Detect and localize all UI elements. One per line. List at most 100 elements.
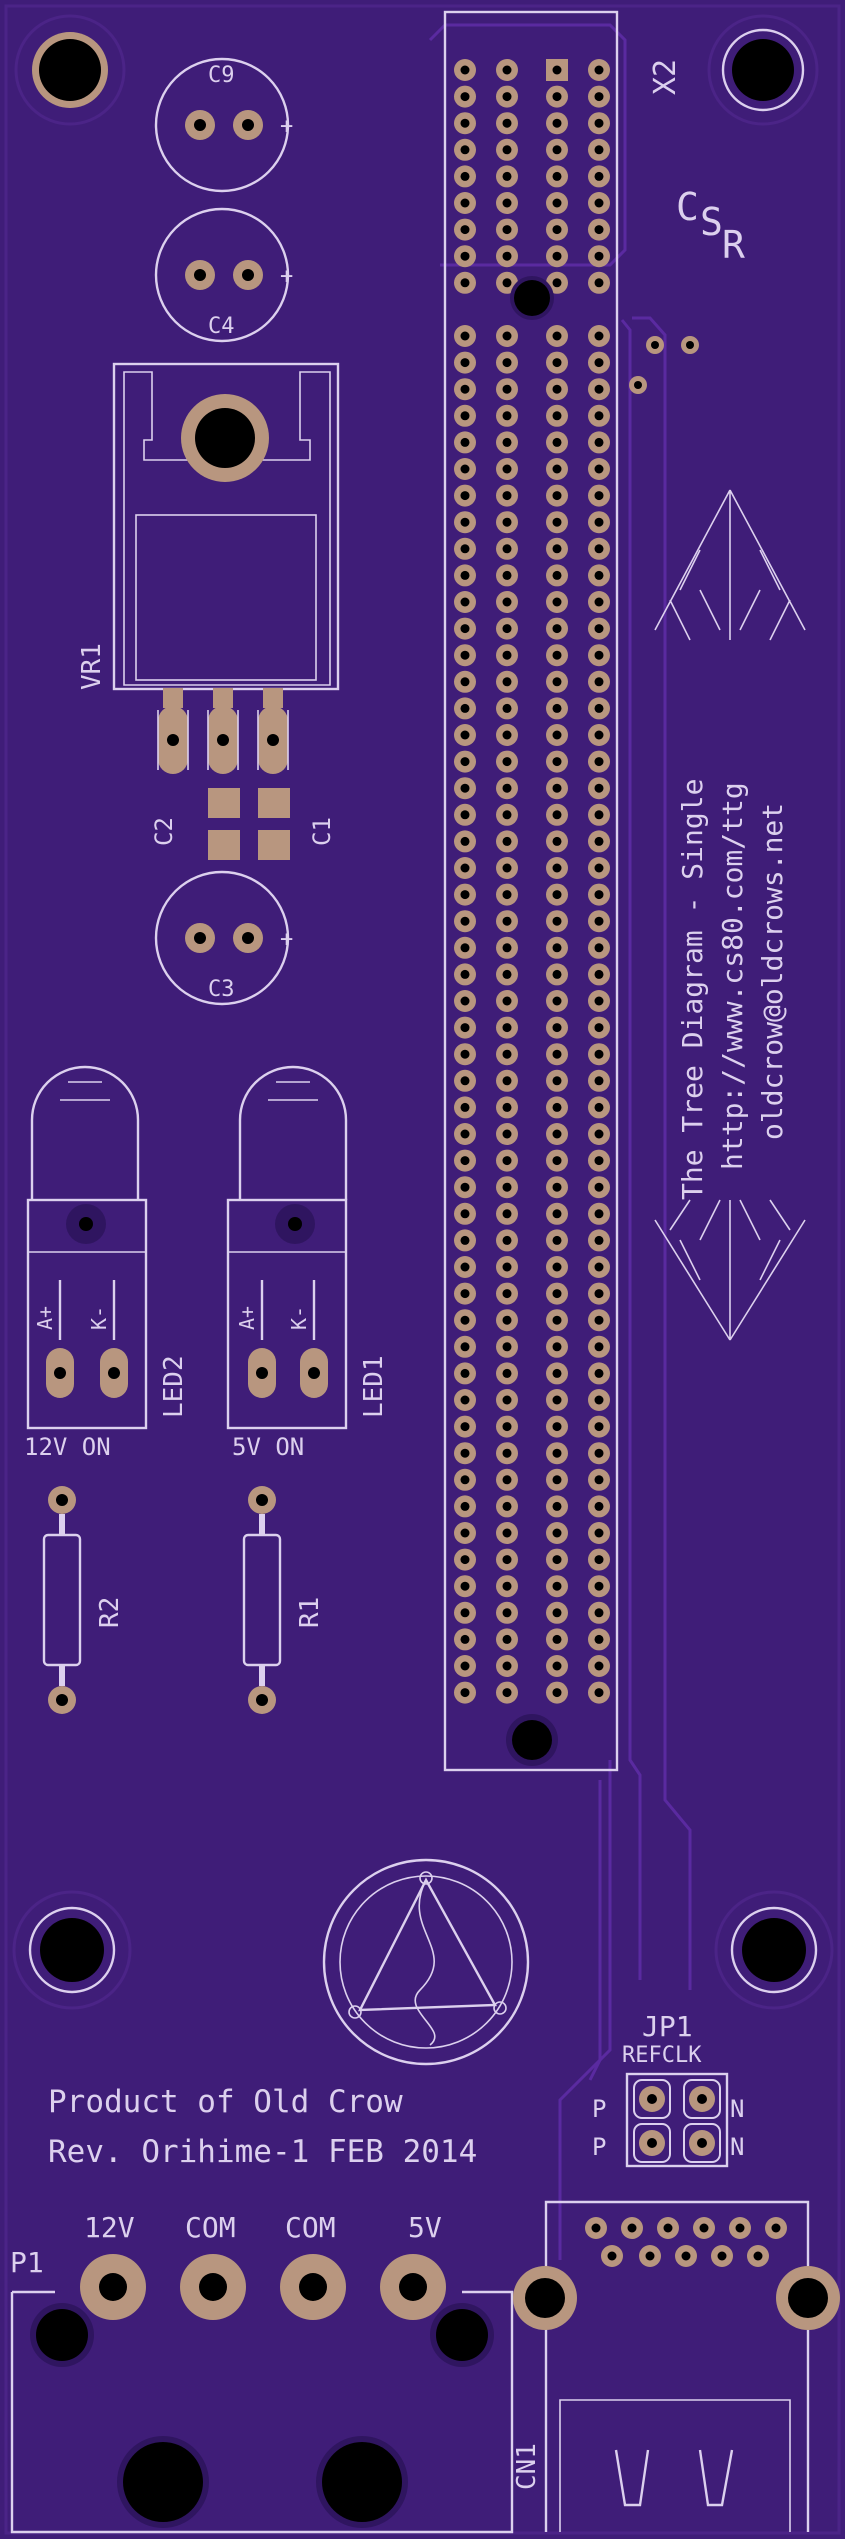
x2-pin-hole	[552, 118, 562, 128]
x2-pin-hole	[552, 92, 562, 102]
board-email: oldcrow@oldcrows.net	[756, 803, 789, 1140]
x2-pin-hole	[460, 411, 470, 421]
x2-pin-hole	[502, 1102, 512, 1112]
x2-pin-hole	[460, 1688, 470, 1698]
x2-pin-hole	[460, 916, 470, 926]
x2-pin-hole	[594, 1023, 604, 1033]
x2-pin-hole	[552, 890, 562, 900]
x2-pin-hole	[460, 544, 470, 554]
board-title: The Tree Diagram - Single	[676, 779, 709, 1200]
x2-pin-hole	[552, 331, 562, 341]
x2-pin-hole	[502, 1528, 512, 1538]
x2-pin-hole	[502, 1156, 512, 1166]
led2-caption: 12V ON	[24, 1433, 111, 1461]
cn1-pin-hole	[591, 2223, 601, 2233]
x2-pin-hole	[460, 437, 470, 447]
x2-pin-hole	[502, 890, 512, 900]
led2-label: LED2	[159, 1355, 189, 1418]
x2-pin-hole	[502, 331, 512, 341]
jp1-n-label-1: N	[730, 2095, 744, 2123]
x2-pin-hole	[460, 331, 470, 341]
x2-pin-hole	[502, 1448, 512, 1458]
x2-pin-hole	[552, 1023, 562, 1033]
p1-com-b-label: COM	[285, 2211, 336, 2244]
x2-pin-hole	[460, 597, 470, 607]
x2-pin-hole	[460, 65, 470, 75]
x2-pin-hole	[502, 1049, 512, 1059]
x2-pin-hole	[460, 1528, 470, 1538]
x2-pin-hole	[460, 1156, 470, 1166]
x2-pin-hole	[460, 358, 470, 368]
x2-pin-hole	[594, 1182, 604, 1192]
x2-pin-hole	[460, 1182, 470, 1192]
x2-pin-hole	[552, 1395, 562, 1405]
x2-pin-hole	[460, 517, 470, 527]
capacitor-c1: C1	[258, 788, 336, 860]
x2-pin-hole	[552, 1528, 562, 1538]
x2-pin-hole	[552, 225, 562, 235]
x2-pin-hole	[460, 145, 470, 155]
x2-pin-hole	[552, 1209, 562, 1219]
capacitor-c9: + C9	[154, 57, 293, 193]
x2-pin-hole	[594, 145, 604, 155]
x2-pin-hole	[552, 943, 562, 953]
led-led1: A+ K- LED1 5V ON	[226, 1065, 389, 1461]
x2-pin-hole	[552, 1661, 562, 1671]
x2-pin-hole	[460, 1129, 470, 1139]
x2-pin-hole	[460, 890, 470, 900]
mounting-hole-top-left	[14, 14, 126, 126]
x2-pin-hole	[502, 1076, 512, 1086]
x2-pin-hole	[502, 597, 512, 607]
x2-pin-hole	[594, 996, 604, 1006]
x2-pin-hole	[552, 597, 562, 607]
mounting-hole-bottom-right	[714, 1890, 834, 2010]
x2-pin-hole	[460, 1475, 470, 1485]
c4-label: C4	[208, 314, 235, 339]
x2-pin-hole	[460, 1209, 470, 1219]
x2-pin-hole	[502, 677, 512, 687]
x2-pin-hole	[594, 171, 604, 181]
c9-plus-label: +	[280, 114, 293, 139]
jp1-label: JP1	[642, 2010, 693, 2043]
x2-pin-hole	[594, 358, 604, 368]
x2-pin-hole	[502, 1555, 512, 1565]
cn1-pin-hole	[699, 2223, 709, 2233]
x2-pin-hole	[594, 810, 604, 820]
cn1-pin-hole	[663, 2223, 673, 2233]
x2-pin-hole	[594, 92, 604, 102]
x2-label: X2	[648, 59, 683, 95]
x2-pin-hole	[460, 118, 470, 128]
led2-anode-label: A+	[33, 1306, 57, 1330]
x2-pin-hole	[460, 1634, 470, 1644]
x2-pin-hole	[594, 118, 604, 128]
p1-label: P1	[10, 2246, 44, 2279]
x2-pin-hole	[502, 1342, 512, 1352]
x2-pin-hole	[460, 836, 470, 846]
x2-pin-hole	[460, 1368, 470, 1378]
x2-pin-hole	[502, 810, 512, 820]
capacitor-c4: + C4	[154, 207, 293, 343]
x2-pin-hole	[502, 198, 512, 208]
x2-pin-hole	[552, 1342, 562, 1352]
mounting-hole-top-right	[707, 14, 819, 126]
x2-pin-hole	[460, 1235, 470, 1245]
x2-pin-hole	[552, 730, 562, 740]
x2-pin-hole	[552, 1182, 562, 1192]
x2-pin-hole	[502, 783, 512, 793]
x2-pin-hole	[552, 1688, 562, 1698]
x2-pin-hole	[594, 544, 604, 554]
x2-pin-hole	[552, 1315, 562, 1325]
x2-pin-hole	[502, 411, 512, 421]
led1-label: LED1	[359, 1355, 389, 1418]
x2-pin-hole	[460, 1102, 470, 1112]
x2-pin-hole	[502, 703, 512, 713]
x2-pin-hole	[460, 1501, 470, 1511]
x2-pin-hole	[502, 836, 512, 846]
x2-pin-hole	[552, 491, 562, 501]
x2-pin-hole	[460, 969, 470, 979]
x2-pin-hole	[594, 1555, 604, 1565]
x2-pin-hole	[502, 118, 512, 128]
x2-pin-hole	[460, 1448, 470, 1458]
cn1-pin-hole	[681, 2251, 691, 2261]
